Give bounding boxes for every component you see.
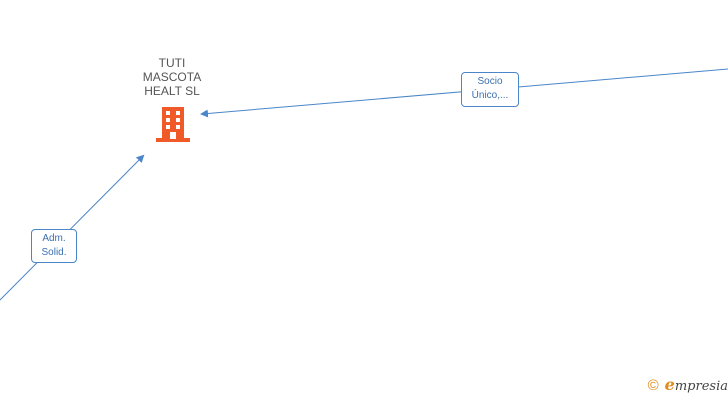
footer-brand: © empresia <box>648 376 728 396</box>
relation-label-line: Solid. <box>41 247 67 258</box>
company-name[interactable]: TUTI MASCOTA HEALT SL <box>142 56 202 98</box>
brand-logo[interactable]: empresia <box>665 377 728 395</box>
edge-adm-solid <box>0 154 145 301</box>
relation-label-line: Adm. <box>42 233 66 244</box>
relation-label-socio-unico[interactable]: Socio Único,... <box>461 72 519 107</box>
relation-label-line: Único,... <box>471 90 509 101</box>
brand-first-letter: e <box>664 375 675 394</box>
copyright-icon: © <box>647 377 659 394</box>
relation-label-line: Socio <box>477 76 503 87</box>
brand-name: mpresia <box>674 379 728 394</box>
relation-label-adm-solid[interactable]: Adm. Solid. <box>31 229 77 263</box>
building-icon[interactable] <box>156 106 190 142</box>
